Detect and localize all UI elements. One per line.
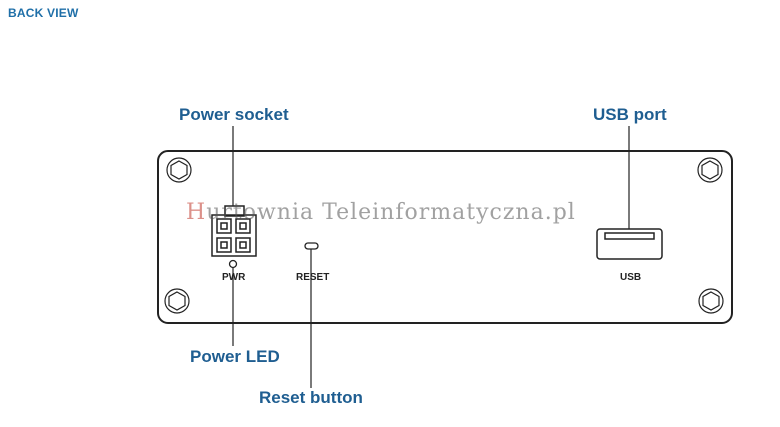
- callout-reset-button: Reset button: [259, 388, 363, 407]
- section-title: BACK VIEW: [8, 6, 79, 20]
- screw-icon-top-right: [697, 157, 723, 183]
- usb-label: USB: [620, 272, 642, 283]
- screw-icon-bottom-left: [164, 288, 190, 314]
- watermark: Hurtownia Teleinformatyczna.pl: [186, 200, 576, 225]
- device-panel: [157, 150, 733, 324]
- screw-icon-top-left: [166, 157, 192, 183]
- power-led-icon: [228, 259, 238, 269]
- reset-label: RESET: [296, 272, 330, 283]
- callout-usb-port: USB port: [593, 105, 667, 124]
- callout-power-socket: Power socket: [179, 105, 289, 124]
- pwr-label: PWR: [222, 272, 246, 283]
- power-socket-icon: [211, 205, 257, 257]
- screw-icon-bottom-right: [698, 288, 724, 314]
- callout-power-led: Power LED: [190, 347, 280, 366]
